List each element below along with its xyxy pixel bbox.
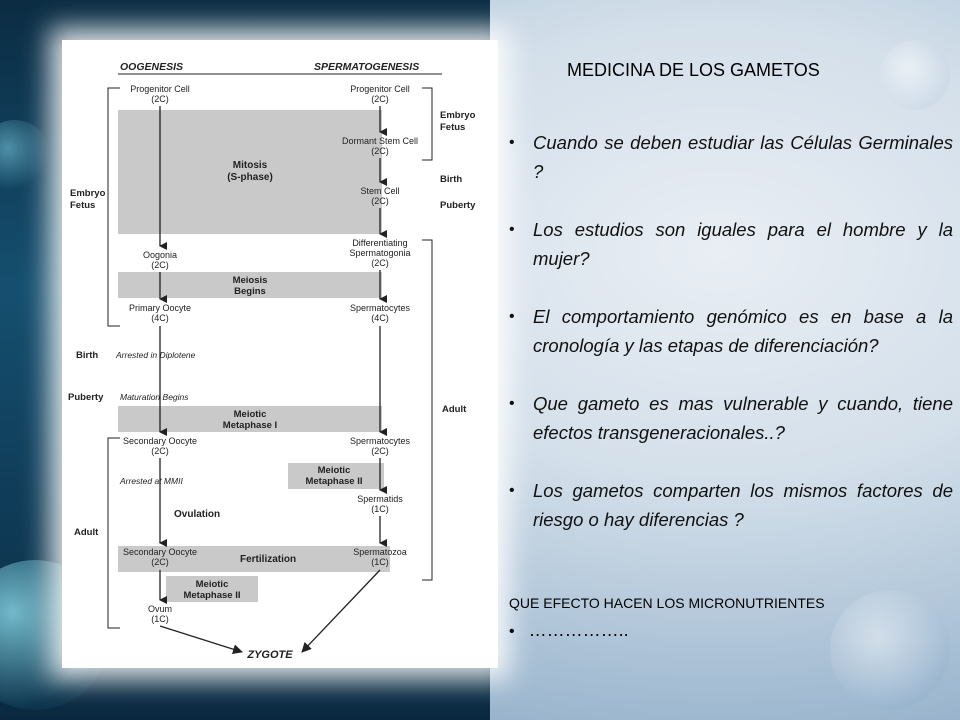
label-2c: (2C) [371, 446, 389, 456]
label-metaphase-i: Metaphase I [223, 420, 277, 431]
label-puberty-left: Puberty [68, 392, 104, 403]
bullet-icon: • [509, 395, 515, 412]
label-arrested-diplotene: Arrested in Diplotene [115, 350, 196, 360]
label-meiosis: Meiosis [233, 275, 268, 286]
label-2c: (2C) [371, 94, 389, 104]
list-item: • Cuando se deben estudiar las Células Ge… [509, 128, 953, 186]
fertilization-box [118, 546, 390, 572]
label-spermatocytes: Spermatocytes [350, 303, 411, 313]
label-spermatocytes: Spermatocytes [350, 436, 411, 446]
background-bubble [830, 590, 950, 710]
label-4c: (4C) [371, 313, 389, 323]
flow-arrows [159, 106, 387, 655]
label-1c: (1C) [371, 557, 389, 567]
label-2c: (2C) [371, 196, 389, 206]
bullet-icon: • [509, 308, 515, 325]
label-meiotic: Meiotic [318, 465, 351, 476]
label-secondary-oocyte: Secondary Oocyte [123, 547, 197, 557]
label-2c: (2C) [371, 258, 389, 268]
gametogenesis-diagram: OOGENESIS SPERMATOGENESIS Progenitor Cel… [68, 61, 476, 661]
list-item: • Los gametos comparten los mismos factor… [509, 476, 953, 534]
label-4c: (4C) [151, 313, 169, 323]
label-ovum: Ovum [148, 604, 172, 614]
label-birth-left: Birth [76, 350, 98, 361]
list-item: • Los estudios son iguales para el hombre… [509, 215, 953, 273]
bullet-text: El comportamiento genómico es en base a … [533, 306, 953, 356]
label-progenitor-cell-right: Progenitor Cell [350, 84, 410, 94]
label-primary-oocyte: Primary Oocyte [129, 303, 191, 313]
bullet-icon: • [509, 134, 515, 151]
bullet-list: • Cuando se deben estudiar las Células Ge… [509, 128, 953, 563]
label-mitosis: Mitosis [233, 160, 268, 171]
bullet-icon: • [509, 221, 515, 238]
ovum-metaphase-ii-box [166, 576, 258, 602]
label-2c: (2C) [371, 146, 389, 156]
label-s-phase: (S-phase) [227, 172, 273, 183]
label-spermatogonia: Spermatogonia [349, 248, 410, 258]
label-secondary-oocyte: Secondary Oocyte [123, 436, 197, 446]
ellipsis-text: …………….. [528, 620, 629, 640]
label-spermatozoa: Spermatozoa [353, 547, 407, 557]
background-bubble [880, 40, 950, 110]
list-item: • El comportamiento genómico es en base a… [509, 302, 953, 360]
bullet-icon: • [509, 482, 515, 499]
bullet-text: Los estudios son iguales para el hombre … [533, 219, 953, 269]
label-begins: Begins [234, 286, 266, 297]
label-fetus-left: Fetus [70, 200, 95, 211]
bullet-text: Cuando se deben estudiar las Células Ger… [533, 132, 953, 182]
text-column: MEDICINA DE LOS GAMETOS • Cuando se deben… [505, 0, 953, 720]
label-differentiating: Differentiating [352, 238, 407, 248]
label-2c: (2C) [151, 446, 169, 456]
bullet-text: Los gametos comparten los mismos factore… [533, 480, 953, 530]
label-embryo-left: Embryo [70, 188, 106, 199]
label-arrested-mmii: Arrested at MMII [119, 476, 183, 486]
list-item: • Que gameto es mas vulnerable y cuando, … [509, 389, 953, 447]
label-adult-left: Adult [74, 527, 99, 538]
label-2c: (2C) [151, 94, 169, 104]
metaphase-i-box [118, 406, 382, 432]
brackets [107, 87, 433, 629]
label-1c: (1C) [151, 614, 169, 624]
label-oogonia: Oogonia [143, 250, 177, 260]
slide-title: MEDICINA DE LOS GAMETOS [567, 60, 820, 80]
subheading: QUE EFECTO HACEN LOS MICRONUTRIENTES [509, 595, 825, 611]
label-fetus-right: Fetus [440, 122, 465, 133]
label-ovulation: Ovulation [174, 509, 220, 520]
diagram-panel: OOGENESIS SPERMATOGENESIS Progenitor Cel… [62, 40, 498, 668]
ellipsis-bullet: • …………….. [509, 620, 629, 641]
label-fertilization: Fertilization [240, 554, 296, 565]
label-1c: (1C) [371, 504, 389, 514]
label-spermatids: Spermatids [357, 494, 403, 504]
label-maturation-begins: Maturation Begins [120, 392, 189, 402]
label-metaphase-ii: Metaphase II [183, 590, 240, 601]
label-2c: (2C) [151, 557, 169, 567]
label-zygote: ZYGOTE [246, 649, 293, 661]
label-stem-cell: Stem Cell [360, 186, 399, 196]
label-progenitor-cell-left: Progenitor Cell [130, 84, 190, 94]
meiosis-box [118, 272, 382, 298]
label-2c: (2C) [151, 260, 169, 270]
spermatogenesis-title: SPERMATOGENESIS [314, 61, 419, 73]
bullet-icon: • [509, 623, 515, 640]
label-meiotic: Meiotic [196, 579, 229, 590]
label-meiotic: Meiotic [234, 409, 267, 420]
label-adult-right: Adult [442, 404, 467, 415]
metaphase-ii-box [288, 463, 384, 489]
bullet-text: Que gameto es mas vulnerable y cuando, t… [533, 393, 953, 443]
mitosis-box [118, 110, 382, 234]
label-puberty-right: Puberty [440, 200, 476, 211]
oogenesis-title: OOGENESIS [120, 61, 183, 73]
label-dormant-stem-cell: Dormant Stem Cell [342, 136, 418, 146]
label-embryo-right: Embryo [440, 110, 476, 121]
label-birth-right: Birth [440, 174, 462, 185]
label-metaphase-ii: Metaphase II [305, 476, 362, 487]
